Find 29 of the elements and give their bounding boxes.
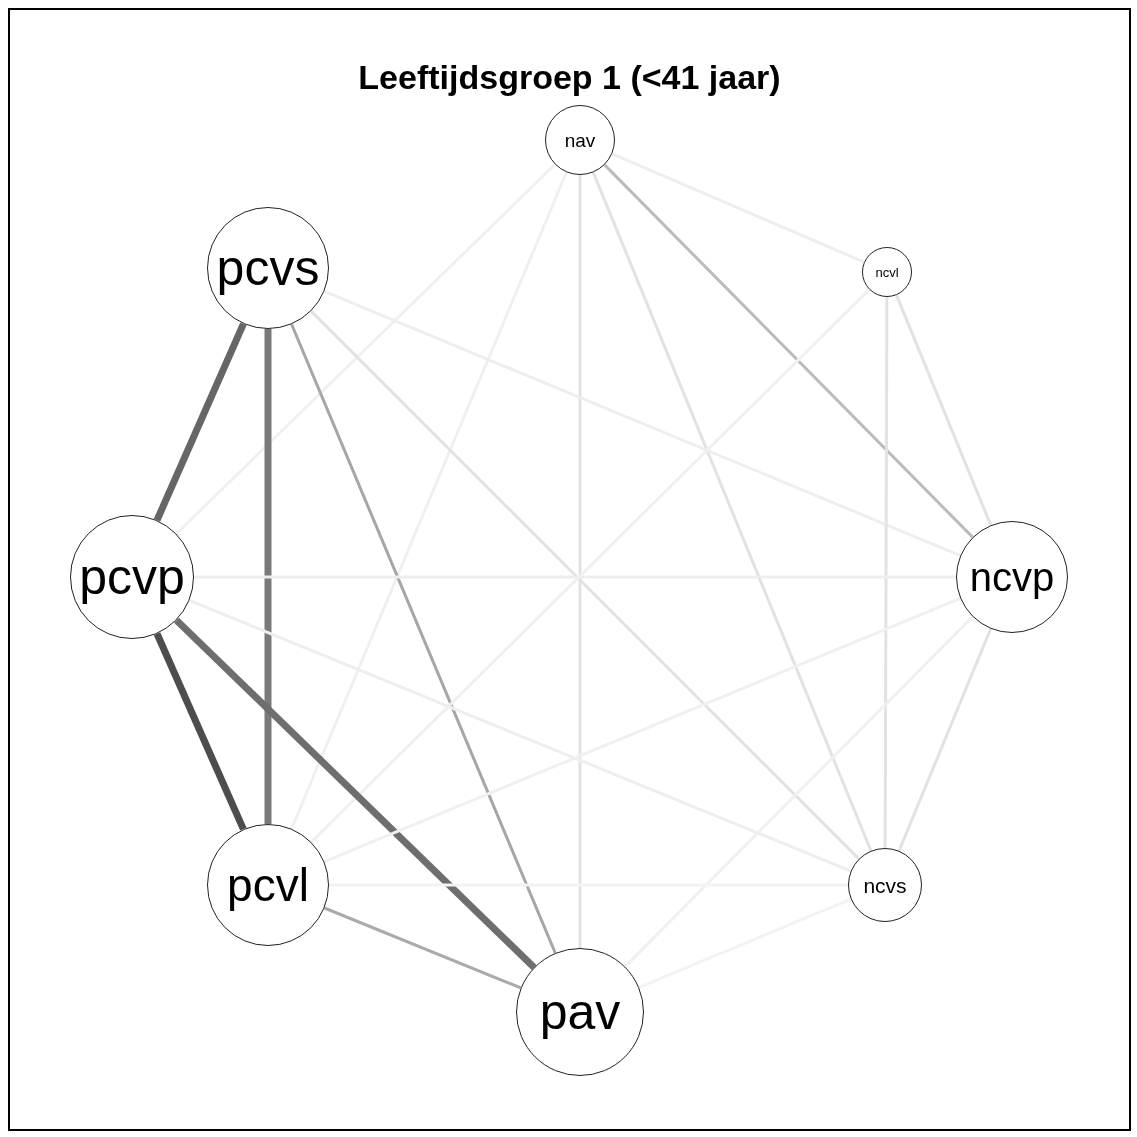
chart-title: Leeftijdsgroep 1 (<41 jaar)	[357, 58, 782, 97]
network-node-circle	[862, 247, 912, 297]
edge-line	[188, 599, 852, 873]
edge-line	[323, 906, 522, 990]
edge-line	[323, 597, 961, 864]
node-label: pcvp	[79, 552, 185, 602]
network-node-circle	[545, 105, 615, 175]
edge-line	[897, 628, 993, 852]
node-label: nav	[564, 130, 596, 150]
node-label: ncvl	[875, 265, 899, 279]
node-label: pav	[539, 987, 621, 1037]
edge-line	[883, 297, 889, 848]
edge-line	[323, 290, 961, 557]
edge-line	[153, 322, 247, 522]
edge-line	[264, 329, 272, 824]
edge-line	[153, 632, 247, 831]
edge-line	[611, 152, 865, 264]
node-label: ncvp	[969, 557, 1055, 597]
node-label: ncvs	[863, 874, 907, 896]
edge-line	[603, 163, 974, 539]
edge-line	[638, 897, 852, 989]
edge-line	[290, 171, 568, 830]
node-label: pcvs	[216, 243, 320, 293]
edge-line	[895, 294, 993, 526]
edge-line	[175, 163, 556, 535]
edge-line	[591, 171, 873, 852]
edge-line	[624, 615, 974, 968]
edge-line	[290, 323, 557, 954]
edge-line	[174, 617, 537, 970]
